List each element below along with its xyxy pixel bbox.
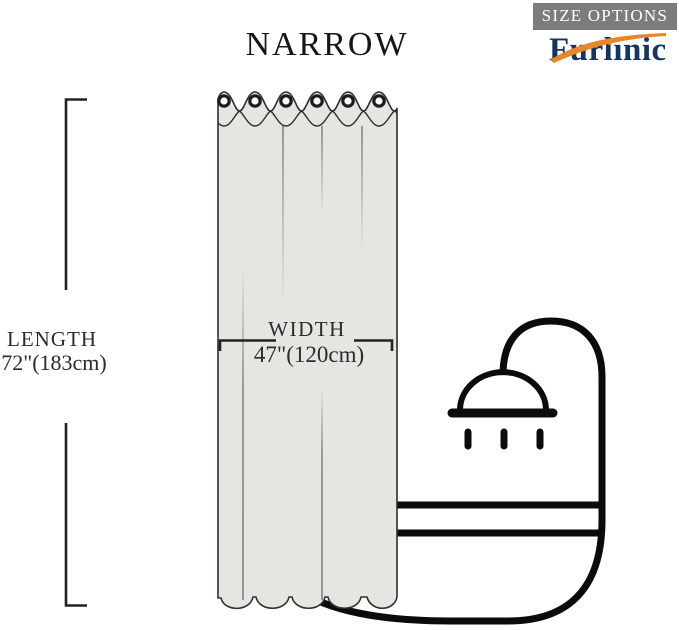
width-bracket [218, 339, 394, 351]
grommet-icons [217, 94, 386, 108]
bathtub-icon [306, 500, 606, 625]
water-drips-icon [464, 428, 544, 450]
size-options-badge: SIZE OPTIONS [532, 3, 677, 30]
length-bracket [64, 98, 87, 607]
width-label: WIDTH [268, 317, 346, 341]
grommet-icon [372, 94, 386, 108]
curtain-panel [217, 91, 398, 610]
brand-name: Furlinic [549, 32, 667, 68]
grommet-icon [248, 94, 262, 108]
brand-logo: Furlinic [547, 30, 675, 70]
width-value: 47"(120cm) [253, 342, 365, 367]
length-label: LENGTH [7, 327, 97, 351]
length-value: 72"(183cm) [1, 350, 107, 375]
curtain-illustration [217, 91, 398, 610]
grommet-icon [341, 94, 355, 108]
brand-i-dot-icon [607, 40, 612, 45]
grommet-icon [279, 94, 293, 108]
grommet-icon [217, 94, 231, 108]
grommet-icon [310, 94, 324, 108]
size-title: NARROW [245, 26, 409, 63]
curtain-fold-lines [242, 126, 363, 600]
shower-head-icon [447, 317, 606, 506]
curtain-header-scallop [217, 110, 398, 127]
